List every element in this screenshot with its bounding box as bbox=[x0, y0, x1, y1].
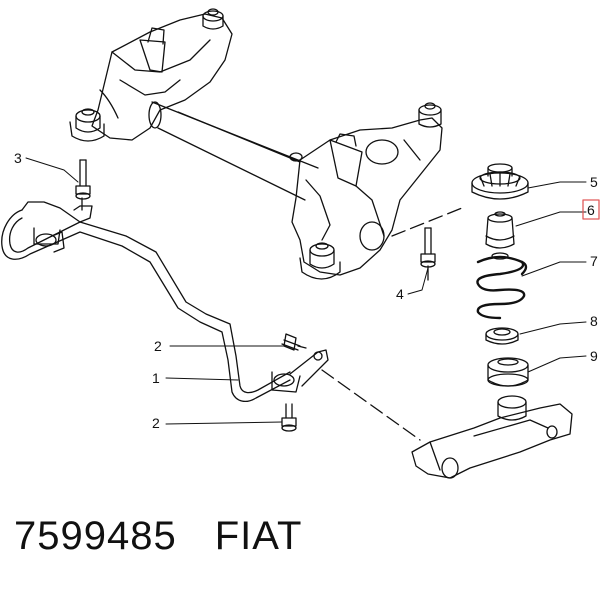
callout-6: 6 bbox=[587, 202, 595, 218]
upper-spring-seat-part-5 bbox=[471, 163, 529, 200]
coil-spring-part-7 bbox=[476, 255, 528, 320]
trailing-arm bbox=[411, 395, 573, 479]
rear-axle-crossmember bbox=[69, 8, 443, 280]
lower-spring-seat-part-9 bbox=[487, 357, 529, 387]
spring-insulator-part-8 bbox=[485, 327, 519, 345]
bolt-part-2-upper bbox=[281, 333, 307, 351]
callout-6-highlight bbox=[582, 199, 600, 220]
bump-stop-part-6 bbox=[485, 211, 515, 260]
bolt-part-3 bbox=[75, 159, 91, 200]
brand-name: FIAT bbox=[214, 514, 303, 558]
callout-8: 8 bbox=[590, 313, 598, 329]
part-caption: 7599485 FIAT bbox=[14, 514, 302, 559]
stabilizer-bar bbox=[1, 201, 329, 403]
callout-2-lower: 2 bbox=[152, 415, 160, 431]
callout-3: 3 bbox=[14, 150, 22, 166]
callout-2-upper: 2 bbox=[154, 338, 162, 354]
callout-5: 5 bbox=[590, 174, 598, 190]
assembly-guide-lines bbox=[81, 197, 463, 441]
callout-1: 1 bbox=[152, 370, 160, 386]
bolt-part-4 bbox=[420, 227, 436, 268]
callout-9: 9 bbox=[590, 348, 598, 364]
callout-7: 7 bbox=[590, 253, 598, 269]
leader-lines bbox=[25, 157, 587, 425]
part-number: 7599485 bbox=[14, 514, 177, 558]
callout-4: 4 bbox=[396, 286, 404, 302]
bolt-part-2-lower bbox=[281, 403, 297, 432]
